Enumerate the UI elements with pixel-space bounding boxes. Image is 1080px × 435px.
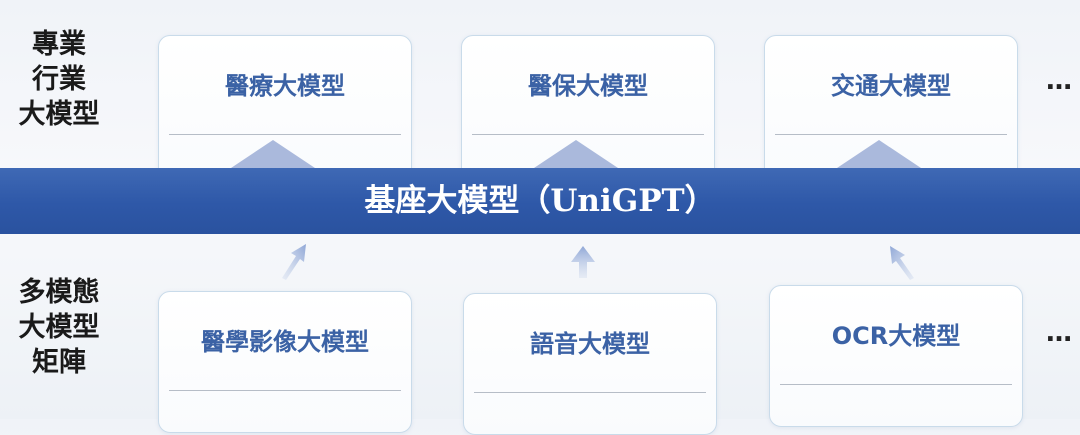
bottom-group-label: 多模態 大模型 矩陣 <box>0 275 118 380</box>
top-group-label-line: 專業 <box>32 29 86 60</box>
model-card-ocr: OCR大模型 <box>769 285 1023 427</box>
triangle-up-icon <box>531 140 621 170</box>
top-group-label: 專業 行業 大模型 <box>0 27 118 132</box>
model-card-title: 醫療大模型 <box>225 72 345 100</box>
model-card-title: 語音大模型 <box>530 330 650 358</box>
model-card-title: 醫學影像大模型 <box>201 328 369 356</box>
bottom-group-label-line: 矩陣 <box>32 347 86 378</box>
top-group-label-line: 大模型 <box>18 99 100 130</box>
bottom-group-label-line: 多模態 <box>18 277 100 308</box>
model-card-transport: 交通大模型 <box>764 35 1018 187</box>
model-card-medical-imaging: 醫學影像大模型 <box>158 291 412 433</box>
card-divider <box>169 134 401 135</box>
arrow-up-icon <box>571 246 595 278</box>
model-card-title: 醫保大模型 <box>528 72 648 100</box>
card-divider <box>472 134 704 135</box>
triangle-up-icon <box>228 140 318 170</box>
model-card-speech: 語音大模型 <box>463 293 717 435</box>
base-model-band: 基座大模型（UniGPT） <box>0 168 1080 234</box>
arrow-up-left-icon <box>890 246 914 280</box>
model-card-title: OCR大模型 <box>831 322 961 350</box>
top-ellipsis: … <box>1046 66 1073 96</box>
triangle-up-icon <box>834 140 924 170</box>
model-card-insurance: 醫保大模型 <box>461 35 715 187</box>
bottom-ellipsis: … <box>1046 318 1073 348</box>
bottom-group-label-line: 大模型 <box>18 312 100 343</box>
top-group-label-line: 行業 <box>32 64 86 95</box>
card-divider <box>775 134 1007 135</box>
base-model-label: 基座大模型（UniGPT） <box>364 183 716 219</box>
card-divider <box>780 384 1012 385</box>
arrow-up-right-icon <box>282 244 306 280</box>
card-divider <box>474 392 706 393</box>
model-card-title: 交通大模型 <box>831 72 951 100</box>
card-divider <box>169 390 401 391</box>
